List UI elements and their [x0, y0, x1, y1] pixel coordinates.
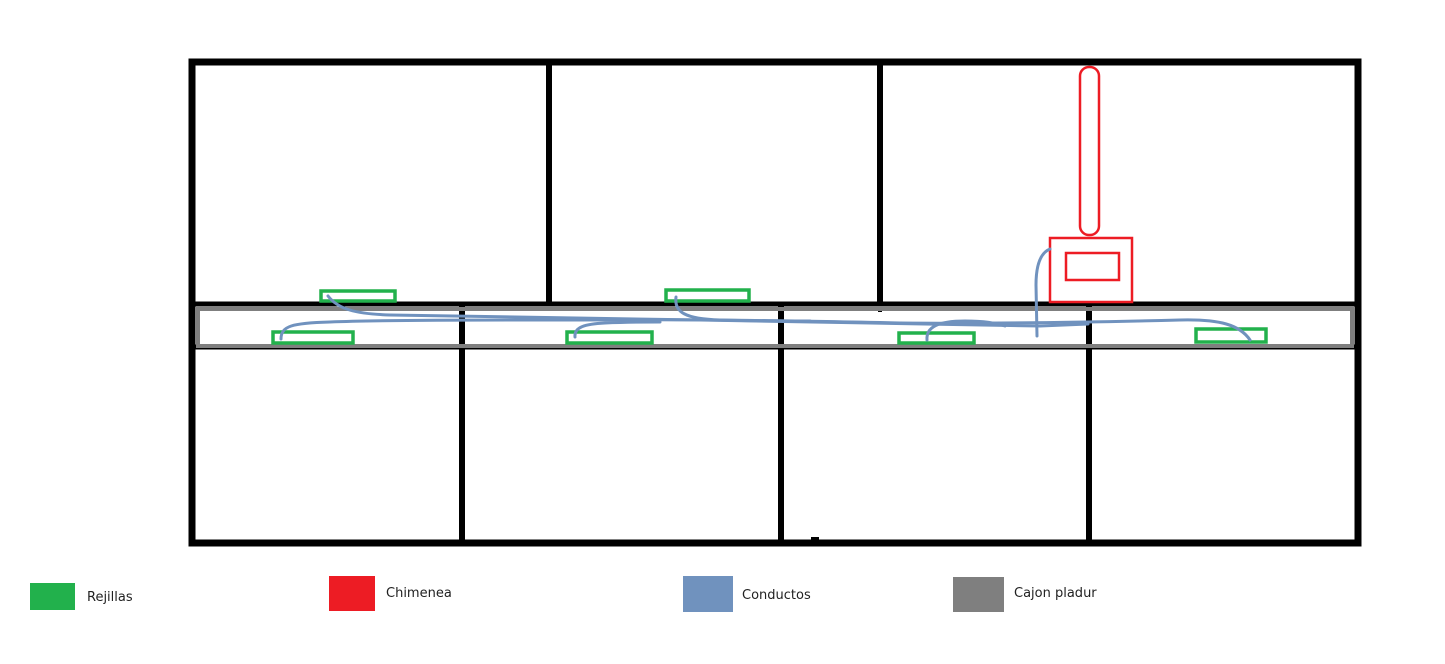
conducto-branch	[925, 319, 1007, 342]
conducto-chimenea	[1034, 247, 1052, 338]
legend-label-chimenea: Chimenea	[386, 586, 452, 601]
chimenea-body	[1048, 236, 1134, 304]
wall-mark	[811, 537, 819, 541]
conducto-branch	[573, 320, 662, 339]
conducto-main	[279, 318, 1252, 342]
conductos-group	[279, 247, 1252, 342]
rejillas-group	[271, 288, 1268, 345]
legend-label-rejillas: Rejillas	[87, 590, 133, 605]
legend-label-cajon-pladur: Cajon pladur	[1014, 586, 1097, 601]
rejilla	[319, 289, 397, 303]
rejilla	[664, 288, 751, 303]
legend-swatch-rejillas	[30, 583, 75, 610]
conducto-branch	[326, 294, 1090, 328]
legend-label-conductos: Conductos	[742, 588, 811, 603]
chimenea-flue	[1078, 65, 1101, 237]
rejilla	[1194, 327, 1268, 344]
rejilla	[897, 331, 976, 345]
cajon-pladur	[196, 307, 1354, 348]
chimenea-firebox	[1064, 251, 1121, 282]
rejilla	[271, 330, 355, 345]
legend-swatch-cajon-pladur	[953, 577, 1004, 612]
legend-swatch-chimenea	[329, 576, 375, 611]
rejilla	[565, 330, 654, 345]
legend-swatch-conductos	[683, 576, 733, 612]
conducto-branch	[674, 295, 812, 323]
